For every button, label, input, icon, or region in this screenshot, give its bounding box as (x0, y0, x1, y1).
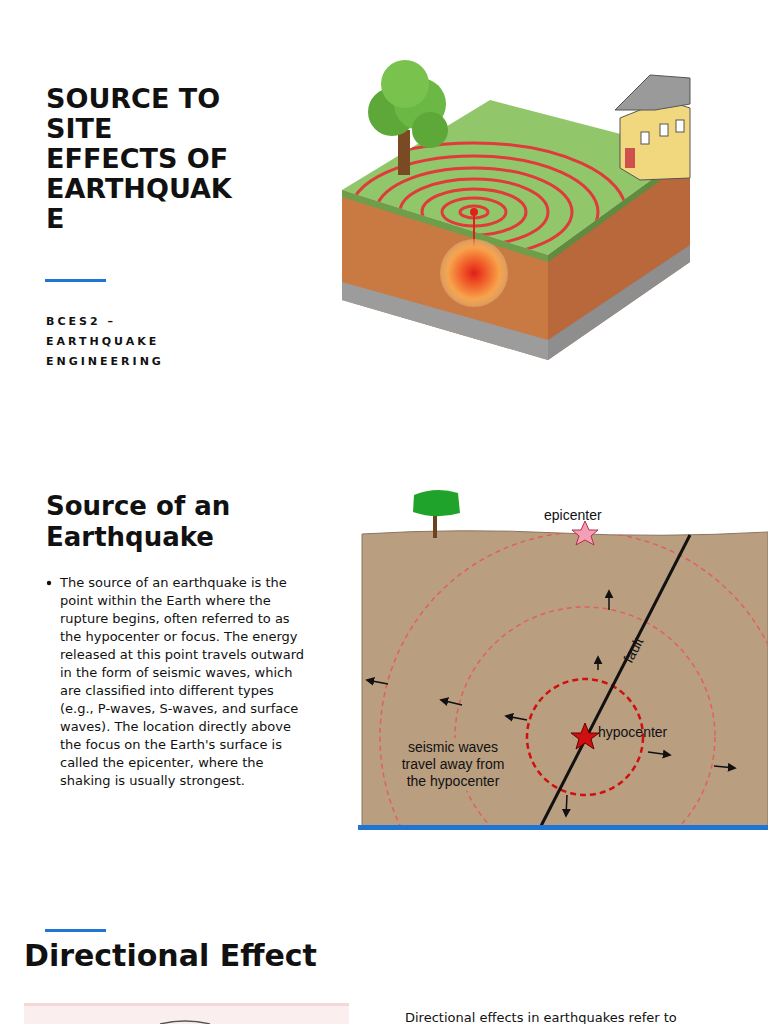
slide-title: SOURCE TO SITE EFFECTS OF EARTHQUAKE (46, 84, 242, 234)
partial-image (24, 1003, 349, 1024)
subtitle: BCES2 – EARTHQUAKE ENGINEERING (46, 312, 178, 372)
waves-label: seismic waves travel away from the hypoc… (392, 738, 514, 791)
hypocenter-diagram (358, 490, 768, 942)
epicenter-label: epicenter (544, 507, 602, 524)
bullet-dot (47, 581, 51, 585)
bullet-text: The source of an earthquake is the point… (60, 574, 308, 790)
accent-line (45, 279, 106, 282)
body-text: Directional effects in earthquakes refer… (405, 1009, 745, 1024)
section-heading: Directional Effect (24, 938, 384, 974)
accent-line (45, 929, 106, 932)
hypocenter-label: hypocenter (598, 724, 667, 741)
section-heading: Source of an Earthquake (46, 491, 296, 553)
ground-block-illustration (322, 60, 690, 360)
